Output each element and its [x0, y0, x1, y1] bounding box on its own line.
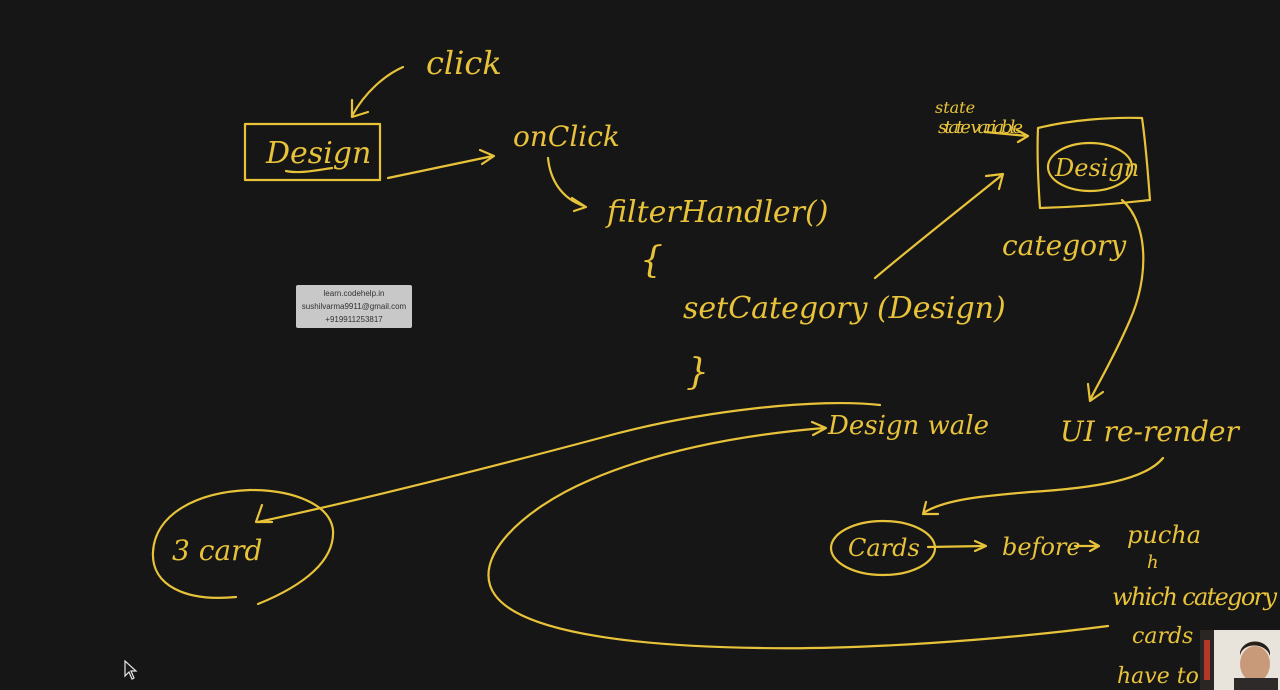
three-card-ellipse [151, 488, 335, 606]
label-brace-close: } [686, 352, 709, 393]
label-pucha: pucha [1127, 521, 1201, 549]
loop-arrow [487, 426, 1110, 650]
click-arrowhead [350, 98, 370, 119]
label-h: h [1147, 552, 1159, 573]
arrowhead-filterhandler [570, 196, 588, 213]
label-click: click [426, 44, 502, 82]
arrow-to-onclick [386, 154, 495, 180]
arrow-to-cards [923, 456, 1165, 514]
arrow-to-3card [256, 401, 882, 524]
arrowhead-state-variable [1015, 128, 1030, 144]
arrowhead-cards-before [973, 539, 988, 553]
label-cards: Cards [848, 534, 920, 562]
loop-arrowhead [810, 420, 828, 437]
label-filter-handler: filterHandler() [605, 195, 828, 230]
webcam-overlay [1200, 630, 1280, 690]
label-design-state: Design [1054, 154, 1139, 182]
arrowhead-3card [254, 503, 274, 524]
label-which-category: which category [1112, 583, 1277, 611]
state-box [1036, 116, 1152, 210]
design-state-ellipse [1046, 141, 1134, 193]
label-design-wale: Design wale [827, 411, 989, 441]
arrowhead-rerender [1086, 382, 1105, 403]
label-cards-2: cards [1132, 624, 1193, 649]
label-state: state [935, 98, 975, 117]
design-underline [284, 166, 334, 174]
watermark-site: learn.codehelp.in [323, 289, 385, 298]
watermark-phone: +919911253817 [325, 315, 383, 324]
arrow-to-filterhandler [546, 156, 586, 208]
design-button-box [243, 122, 382, 182]
watermark-email: sushilvarma9911@gmail.com [301, 302, 407, 311]
webcam-person-icon [1200, 630, 1280, 690]
arrowhead-before-pucha [1088, 539, 1101, 553]
arrowhead-state [984, 172, 1005, 191]
label-ui-rerender: UI re-render [1060, 415, 1240, 448]
watermark-box: learn.codehelp.in sushilvarma9911@gmail.… [296, 285, 412, 328]
label-have-to: have to [1117, 664, 1199, 689]
cards-ellipse [829, 519, 937, 577]
label-design-box: Design [265, 136, 371, 171]
arrow-cards-before [926, 544, 987, 549]
label-brace-open: { [640, 240, 663, 281]
label-three-card: 3 card [172, 534, 262, 567]
arrow-to-state [873, 173, 1004, 280]
label-set-category: setCategory (Design) [683, 291, 1006, 326]
arrow-state-variable [983, 130, 1029, 138]
arrowhead-cards [921, 500, 940, 516]
arrow-to-rerender [1088, 198, 1145, 402]
click-arrow [350, 65, 405, 118]
mouse-cursor-icon [124, 660, 138, 680]
label-onclick: onClick [513, 120, 620, 153]
label-before: before [1002, 533, 1081, 561]
label-category: category [1002, 229, 1127, 262]
arrowhead-onclick [478, 148, 496, 166]
